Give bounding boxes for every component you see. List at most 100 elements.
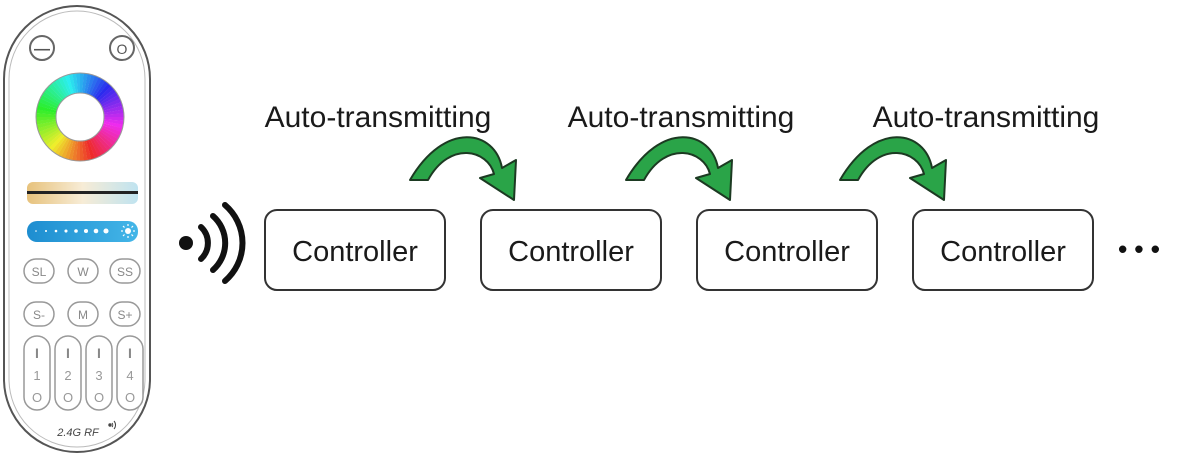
color-wheel-segment <box>84 73 92 94</box>
color-wheel-segment <box>68 140 76 161</box>
color-wheel-segment <box>46 85 64 102</box>
color-wheel-segment <box>72 73 79 94</box>
color-wheel-segment <box>99 129 119 143</box>
zone-button-3[interactable]: I 3 O <box>85 335 113 411</box>
transmit-label-2: Auto-transmitting <box>568 101 795 134</box>
zone-1-on-label: I <box>35 345 39 361</box>
color-wheel-segment <box>103 117 124 122</box>
color-wheel-segment <box>64 74 74 95</box>
color-wheel-segment <box>46 132 64 149</box>
transmit-arrow-1 <box>409 136 517 201</box>
brightness-dot <box>74 229 78 233</box>
button-speed-down[interactable]: S- <box>23 301 55 327</box>
color-wheel-segment <box>51 80 67 99</box>
color-wheel-segment <box>36 109 57 115</box>
color-wheel-segment <box>103 109 124 116</box>
color-wheel-segment <box>36 112 57 117</box>
color-wheel-segment <box>68 73 76 94</box>
power-off-button[interactable]: — <box>29 35 55 61</box>
color-wheel-segment <box>75 140 80 161</box>
power-off-icon: — <box>34 41 50 58</box>
button-speed-down-label: S- <box>33 308 45 322</box>
color-wheel-segment <box>96 85 114 102</box>
zone-2-on-label: I <box>66 345 70 361</box>
brightness-dot <box>54 229 58 233</box>
transmit-arrow-3 <box>839 136 947 201</box>
color-wheel-segment <box>82 73 88 94</box>
zone-3-number: 3 <box>95 368 102 383</box>
controller-box-1: Controller <box>264 209 446 291</box>
color-wheel-segment <box>93 80 109 99</box>
button-w[interactable]: W <box>67 258 99 284</box>
zone-button-1[interactable]: I 1 O <box>23 335 51 411</box>
brightness-dot <box>44 229 48 233</box>
color-wheel-segment <box>40 94 60 107</box>
color-wheel-segment <box>43 130 62 146</box>
color-wheel-segment <box>92 78 106 98</box>
color-wheel-segment <box>48 83 65 101</box>
color-wheel-segment <box>103 105 124 113</box>
color-wheel-segment <box>36 118 57 125</box>
color-wheel-segment <box>86 74 96 95</box>
color-wheel-segment <box>96 132 114 149</box>
controller-label-2: Controller <box>508 236 634 268</box>
button-speed-up-label: S+ <box>117 308 132 322</box>
color-wheel-segment <box>36 121 57 129</box>
color-wheel-segment <box>103 113 124 118</box>
brightness-dot <box>83 228 89 234</box>
button-ss-label: SS <box>117 265 133 279</box>
button-sl[interactable]: SL <box>23 258 55 284</box>
color-wheel-segment <box>79 140 84 161</box>
transmit-label-1: Auto-transmitting <box>265 101 492 134</box>
color-wheel-segment <box>81 140 88 161</box>
color-wheel-segment <box>103 121 124 129</box>
button-sl-label: SL <box>32 265 47 279</box>
zone-button-4[interactable]: I 4 O <box>116 335 144 411</box>
power-on-button[interactable]: O <box>109 35 135 61</box>
color-wheel-segment <box>102 123 123 133</box>
button-mode-label: M <box>78 308 88 322</box>
color-wheel-segment <box>37 123 58 133</box>
color-wheel-segment <box>86 139 96 160</box>
button-mode[interactable]: M <box>67 301 99 327</box>
brightness-dot <box>103 228 109 234</box>
color-wheel-segment <box>101 98 122 109</box>
zone-button-2[interactable]: I 2 O <box>54 335 82 411</box>
color-wheel-segment <box>38 125 59 136</box>
color-wheel-segment <box>54 78 69 98</box>
color-wheel-segment <box>61 138 72 159</box>
color-wheel-segment <box>48 133 65 151</box>
color-wheel-segment <box>90 137 102 157</box>
remote-control: — O <box>3 5 151 453</box>
color-wheel-segment <box>91 136 106 156</box>
color-wheel-segment <box>98 88 117 104</box>
button-speed-up[interactable]: S+ <box>109 301 141 327</box>
color-wheel-segment <box>41 128 61 143</box>
brightness-dot <box>93 228 99 234</box>
controller-box-3: Controller <box>696 209 878 291</box>
power-on-icon: O <box>117 41 128 57</box>
brightness-dot <box>35 230 37 232</box>
color-wheel-segment <box>72 140 78 161</box>
zone-4-on-label: I <box>128 345 132 361</box>
color-wheel-icon[interactable] <box>36 73 124 161</box>
zone-2-number: 2 <box>64 368 71 383</box>
color-wheel-segment <box>36 116 57 121</box>
zone-2-off-label: O <box>63 390 73 405</box>
color-wheel-segment <box>54 136 68 156</box>
color-wheel-segment <box>38 98 59 109</box>
controller-label-3: Controller <box>724 236 850 268</box>
color-wheel-segment <box>100 127 120 140</box>
button-w-label: W <box>77 265 89 279</box>
continuation-dots: • • • <box>1118 234 1160 264</box>
button-ss[interactable]: SS <box>109 258 141 284</box>
wireless-signal-icon <box>179 202 246 284</box>
controller-box-4: Controller <box>912 209 1094 291</box>
color-wheel-segment <box>58 77 70 97</box>
zone-1-number: 1 <box>33 368 40 383</box>
color-wheel-segment <box>84 140 92 161</box>
zone-4-off-label: O <box>125 390 135 405</box>
color-wheel-segment <box>37 101 58 111</box>
brightness-slider[interactable] <box>27 221 138 242</box>
color-wheel-segment <box>103 119 124 125</box>
